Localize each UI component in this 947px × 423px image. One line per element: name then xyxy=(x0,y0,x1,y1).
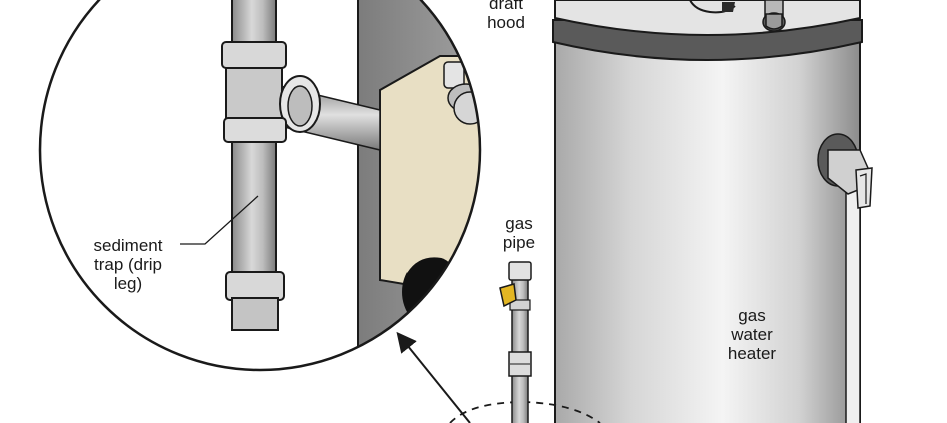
label-draft-hood: draft hood xyxy=(487,0,525,32)
label-gas-water-heater: gas water heater xyxy=(727,306,777,363)
tank-top-fitting xyxy=(762,0,786,32)
gas-shutoff-valve-handle xyxy=(499,283,517,308)
gas-supply-pipe xyxy=(508,261,532,423)
label-sediment-trap: sediment trap (drip leg) xyxy=(93,236,163,293)
sediment-trap-leader xyxy=(180,195,259,245)
water-heater-tank xyxy=(552,0,863,423)
zoom-detail-circle xyxy=(38,0,482,372)
relief-valve-pipe xyxy=(817,133,873,423)
label-gas-pipe: gas pipe xyxy=(502,214,536,252)
detail-pointer-arrow xyxy=(396,331,471,423)
